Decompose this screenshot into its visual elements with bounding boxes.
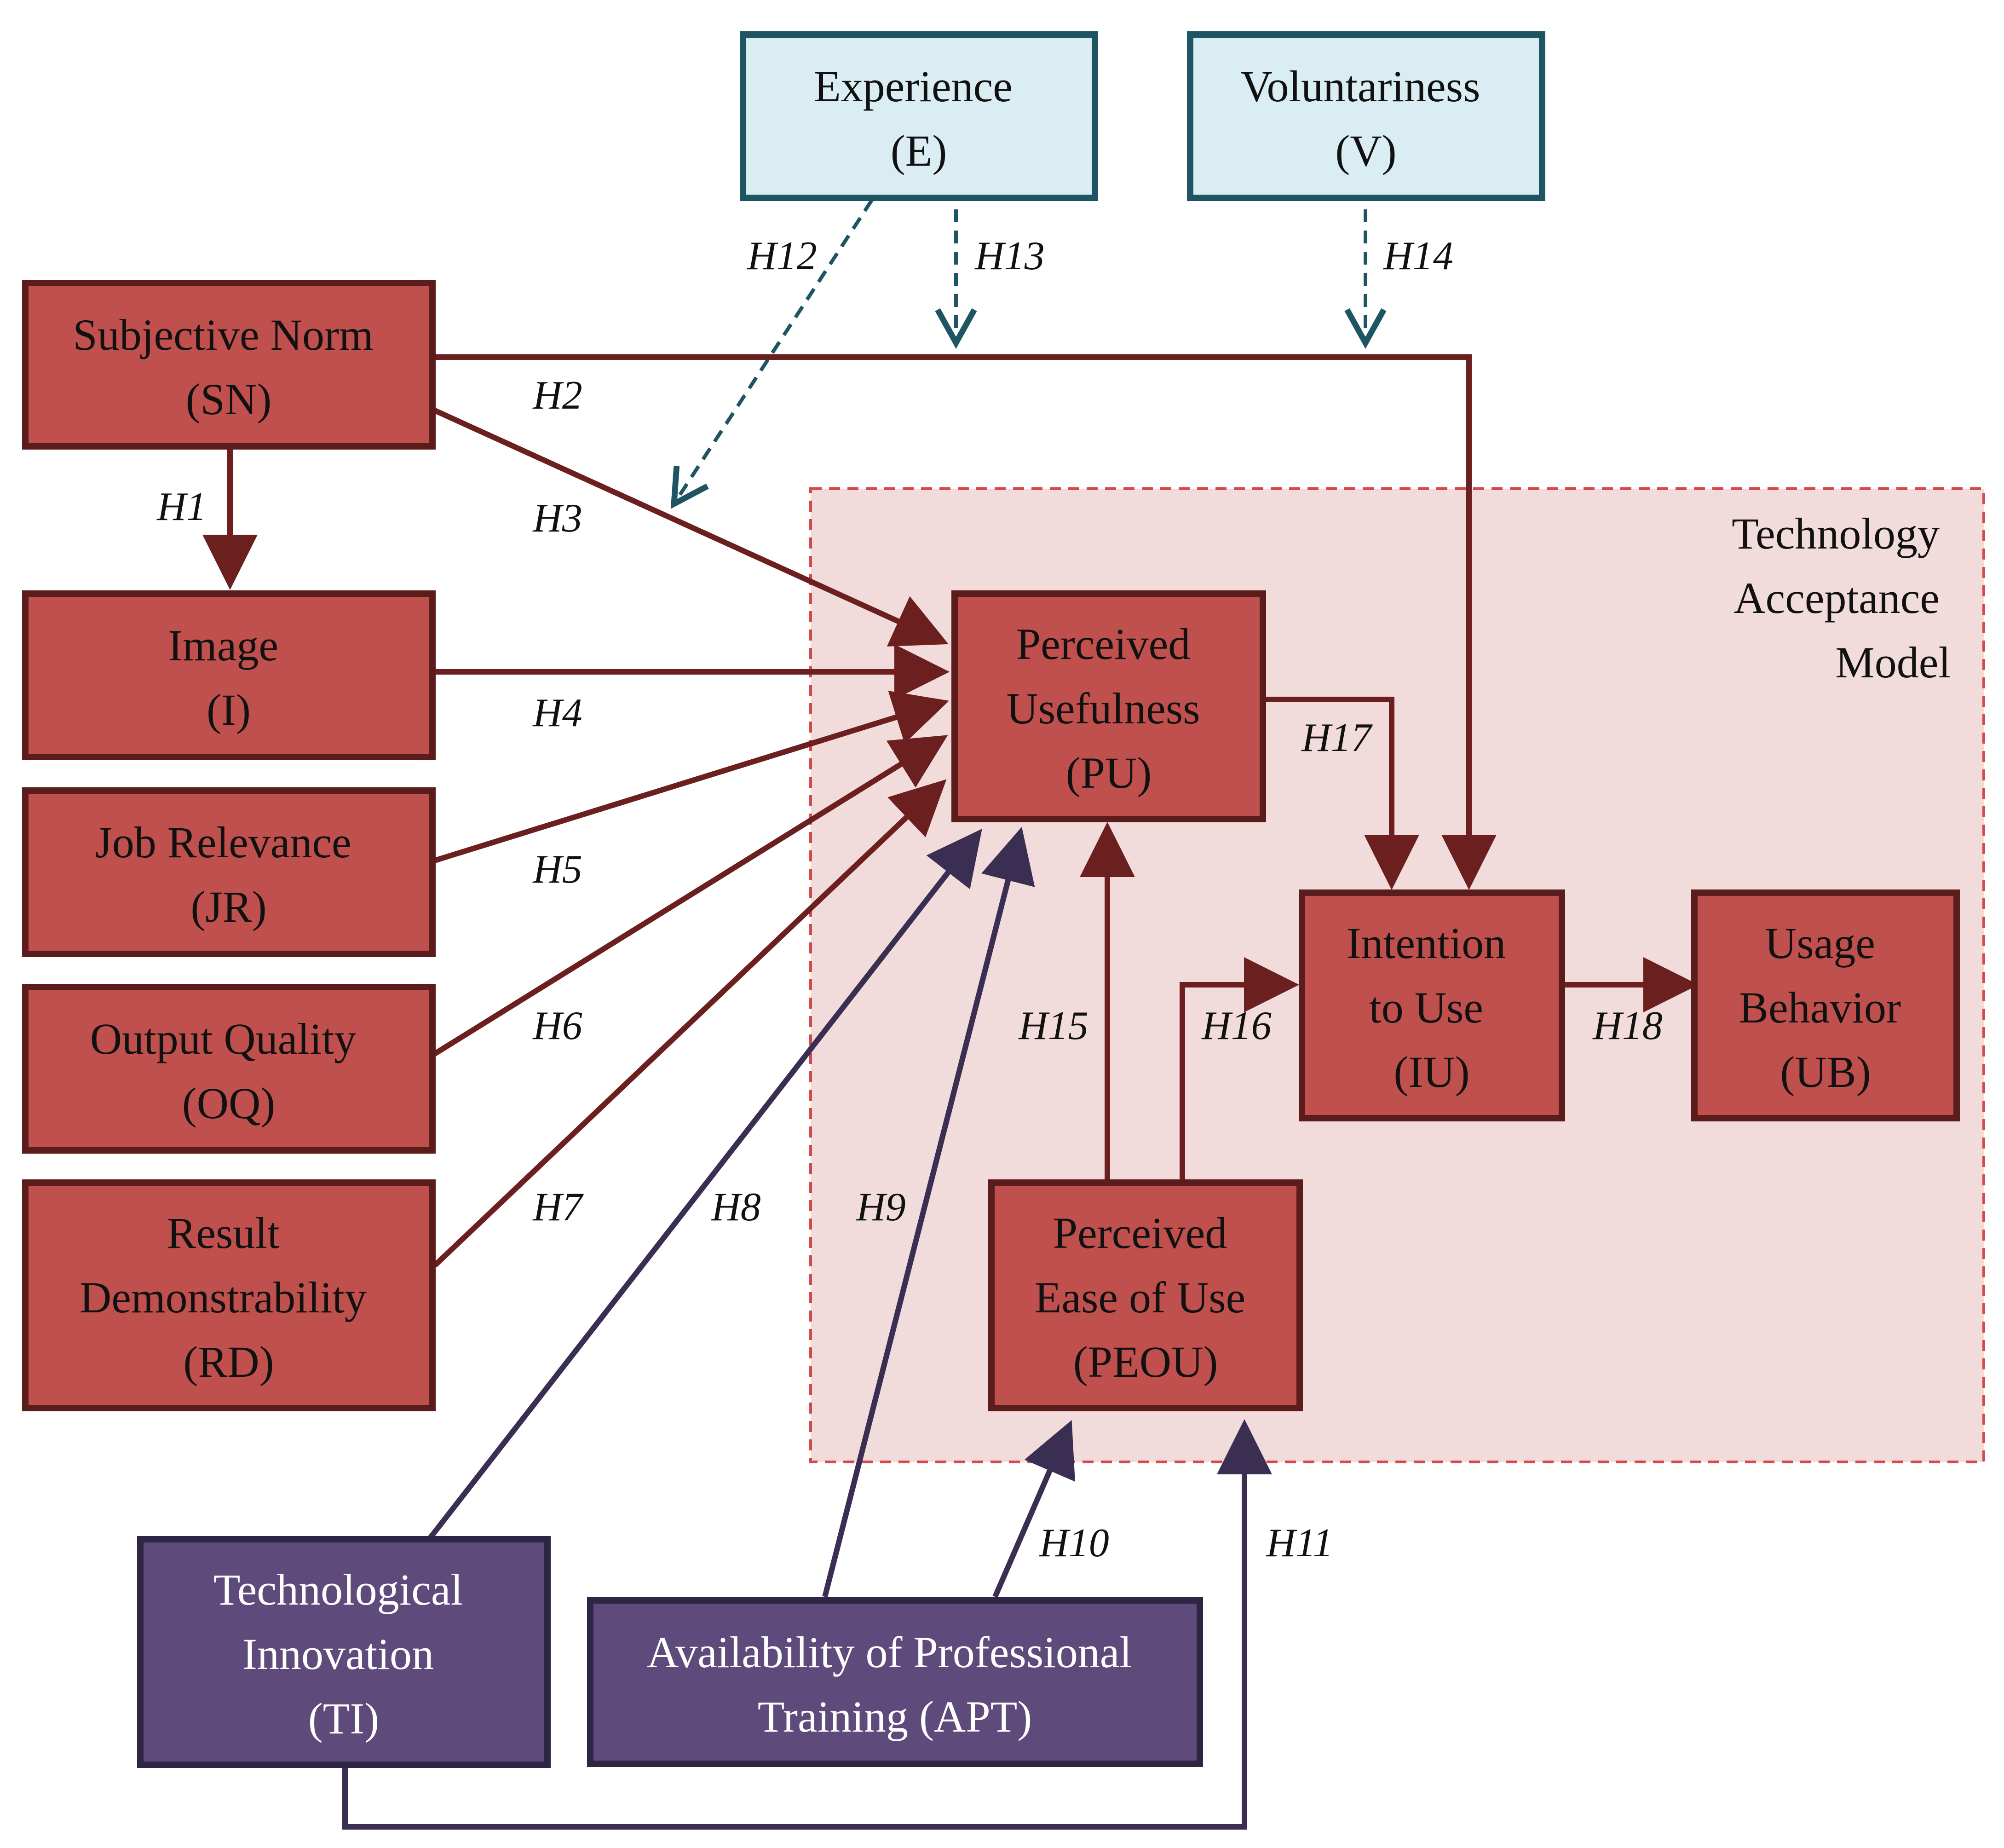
node-e-line-1: Experience [814, 62, 1013, 111]
tam-label-line-3: Model [1835, 638, 1951, 687]
label-h5: H5 [532, 847, 582, 892]
svg-text:Output Quality (OQ): Output Quality (OQ) [90, 1014, 368, 1128]
node-ub-line-3: (UB) [1780, 1047, 1871, 1097]
arrow-h8 [428, 829, 982, 1540]
node-oq-line-2: (OQ) [182, 1079, 276, 1128]
arrow-h10 [992, 1420, 1075, 1598]
arrow-h6 [433, 735, 948, 1057]
node-jr-line-1: Job Relevance [95, 818, 351, 867]
label-h9: H9 [856, 1185, 906, 1230]
arrow-h16 [1180, 957, 1299, 1180]
node-oq: Output Quality (OQ) [22, 984, 436, 1154]
label-h15: H15 [1018, 1004, 1088, 1048]
svg-text:Subjective Norm (SN): Subjective Norm (SN) [73, 310, 384, 424]
node-iu-line-1: Intention [1347, 918, 1506, 968]
svg-text:Technological Innovation: Technological Innovation (TI) [213, 1565, 474, 1743]
svg-text:Availability of Professional: Availability of Professional Training (A… [647, 1628, 1143, 1741]
node-ti-line-3: (TI) [308, 1694, 380, 1743]
node-sn-line-1: Subjective Norm [73, 310, 373, 359]
node-iu-line-2: to Use [1369, 983, 1483, 1032]
arrow-h17 [1264, 697, 1419, 890]
tam-label-line-1: Technology [1732, 509, 1940, 558]
purple-connectors [342, 826, 1272, 1830]
label-h12: H12 [747, 234, 817, 278]
blue-connectors [670, 199, 1387, 509]
label-h7: H7 [532, 1185, 584, 1230]
node-v-line-1: Voluntariness [1241, 62, 1480, 111]
label-h14: H14 [1383, 234, 1453, 278]
node-peou-line-1: Perceived [1053, 1208, 1227, 1258]
node-sn-line-2: (SN) [186, 375, 272, 424]
node-i: Image (I) [22, 590, 436, 760]
svg-text:Image (I): Image (I) [168, 621, 289, 734]
node-e: Experience (E) [740, 31, 1098, 201]
node-ti-line-1: Technological [213, 1565, 463, 1614]
node-peou-line-3: (PEOU) [1073, 1337, 1218, 1386]
arrow-h2 [435, 354, 1497, 890]
label-h6: H6 [532, 1004, 582, 1048]
node-rd-line-2: Demonstrability [80, 1273, 367, 1322]
label-h17: H17 [1301, 716, 1373, 760]
node-pu-line-1: Perceived [1016, 619, 1190, 669]
node-iu-line-3: (IU) [1394, 1047, 1469, 1097]
svg-text:Job Relevance (JR): Job Relevance (JR) [95, 818, 362, 931]
node-ti-line-2: Innovation [242, 1629, 434, 1679]
label-h1: H1 [156, 485, 207, 529]
node-ub: Usage Behavior (UB) [1691, 889, 1960, 1121]
red-connectors [202, 354, 1699, 1268]
arrow-h12 [670, 199, 874, 509]
node-i-line-1: Image [168, 621, 278, 670]
label-h18: H18 [1592, 1004, 1663, 1048]
arrow-h11 [342, 1419, 1272, 1830]
node-peou: Perceived Ease of Use (PEOU) [988, 1179, 1303, 1411]
node-apt-line-2: Training (APT) [758, 1692, 1032, 1741]
node-rd: Result Demonstrability (RD) [22, 1179, 436, 1411]
node-e-line-2: (E) [891, 126, 947, 175]
node-oq-line-1: Output Quality [90, 1014, 357, 1063]
svg-text:Result Demonstrability: Result Demonstrability (RD) [80, 1208, 378, 1386]
node-v: Voluntariness (V) [1187, 31, 1545, 201]
node-iu: Intention to Use (IU) [1299, 889, 1565, 1121]
node-jr-line-2: (JR) [190, 882, 266, 931]
svg-text:Usage Behavior (UB: Usage Behavior (UB) [1739, 918, 1912, 1097]
svg-text:Perceived Usefulness: Perceived Usefulness (PU) [1006, 619, 1211, 797]
arrow-h3 [433, 408, 949, 647]
node-apt-line-1: Availability of Professional [647, 1628, 1132, 1677]
label-h16: H16 [1201, 1004, 1272, 1048]
node-pu-line-2: Usefulness [1006, 684, 1200, 733]
arrow-h7 [432, 779, 947, 1268]
node-sn: Subjective Norm (SN) [22, 280, 436, 450]
node-ub-line-1: Usage [1765, 918, 1875, 968]
tam-label: Technology Acceptance Model [1732, 509, 1951, 687]
svg-text:Intention to Use (: Intention to Use (IU) [1347, 918, 1517, 1097]
hypothesis-labels: H1 H2 H3 H4 H5 H6 H7 H8 H9 H10 H11 H12 H… [156, 234, 1663, 1565]
label-h4: H4 [532, 691, 582, 735]
arrow-h9 [822, 826, 1035, 1598]
label-h11: H11 [1266, 1521, 1333, 1565]
node-apt: Availability of Professional Training (A… [587, 1597, 1203, 1767]
svg-text:Voluntariness (V): Voluntariness (V) [1241, 62, 1491, 175]
label-h10: H10 [1039, 1521, 1109, 1565]
svg-text:Perceived Ease of Use: Perceived Ease of Use (PEOU) [1035, 1208, 1256, 1386]
node-v-line-2: (V) [1335, 126, 1396, 175]
label-h2: H2 [532, 373, 582, 418]
node-ub-line-2: Behavior [1739, 983, 1901, 1032]
svg-text:Experience (E): Experience (E) [814, 62, 1024, 175]
node-jr: Job Relevance (JR) [22, 787, 436, 957]
node-pu: Perceived Usefulness (PU) [951, 590, 1266, 822]
node-pu-line-3: (PU) [1066, 748, 1152, 797]
label-h3: H3 [532, 496, 582, 541]
arrow-h5 [434, 691, 949, 863]
node-i-line-2: (I) [207, 685, 251, 734]
node-rd-line-3: (RD) [183, 1337, 274, 1386]
node-peou-line-2: Ease of Use [1035, 1273, 1245, 1322]
label-h8: H8 [711, 1185, 761, 1230]
tam-label-line-2: Acceptance [1733, 573, 1940, 623]
node-ti: Technological Innovation (TI) [137, 1536, 551, 1768]
node-rd-line-1: Result [167, 1208, 280, 1258]
label-h13: H13 [974, 234, 1045, 278]
